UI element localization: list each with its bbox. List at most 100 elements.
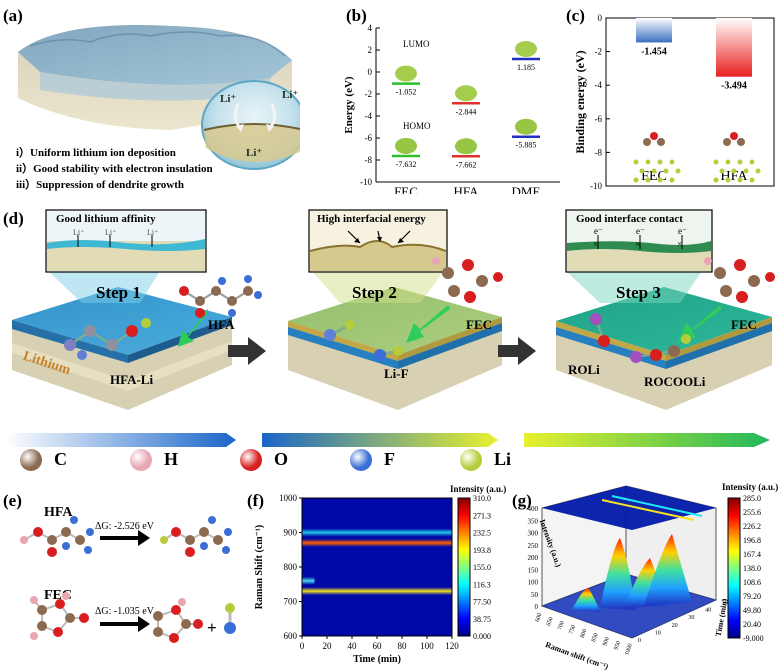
raman-band	[302, 587, 452, 596]
colorbar-tick-label: -9.000	[743, 634, 764, 643]
colorbar-tick-label: 310.0	[473, 494, 491, 503]
x-tick-label: 600	[535, 612, 544, 623]
x-tick-label: DME	[512, 184, 541, 194]
molecule-atom	[723, 138, 731, 146]
z-tick-label: 150	[528, 566, 539, 574]
roli-label: ROLi	[568, 362, 600, 377]
lattice-atom	[669, 177, 675, 183]
legend-label-li: Li	[494, 449, 512, 469]
svg-text:×: ×	[677, 239, 682, 249]
lattice-atom	[645, 177, 651, 183]
plot-frame	[301, 497, 453, 637]
panel-label-d: (d)	[3, 209, 24, 228]
svg-text:×: ×	[593, 239, 598, 249]
lif-molecules	[324, 320, 403, 361]
lumo-orbital	[395, 65, 417, 82]
legend-ball-c	[20, 449, 42, 471]
x-tick-label: 850	[591, 632, 600, 643]
z-tick-label: 0	[535, 603, 539, 611]
top-projection-band	[601, 499, 695, 521]
lumo-orbital	[515, 40, 537, 57]
x-tick-label: 40	[348, 641, 358, 651]
molecule-atom	[730, 132, 738, 140]
y-tick-label: 1000	[279, 493, 298, 503]
x-tick-label: 20	[323, 641, 333, 651]
bar	[716, 18, 752, 77]
hfa-li-label: HFA-Li	[110, 372, 154, 387]
x-tick-label: 80	[398, 641, 408, 651]
homo-label: HOMO	[403, 121, 431, 131]
y-tick-label: -10	[360, 177, 372, 187]
lattice-atom	[669, 159, 675, 165]
panel-label-a: (a)	[3, 6, 23, 25]
colorbar-tick-label: 49.80	[743, 606, 761, 615]
inset2-title: High interfacial energy	[317, 213, 426, 225]
lattice-atom	[725, 177, 731, 183]
x-tick-label: 650	[546, 616, 555, 627]
lattice-atom	[639, 168, 645, 174]
colorbar-tick-label: 226.2	[743, 522, 761, 531]
lattice-atom	[731, 168, 737, 174]
hfa-li-molecule	[64, 318, 151, 360]
roli-molecules	[590, 313, 691, 363]
x-tick-label: 800	[580, 628, 589, 639]
x-tick-label: 120	[445, 641, 459, 651]
step-1-label: Step 1	[96, 283, 141, 302]
step-3-label: Step 3	[616, 283, 661, 302]
x-axis-label: Time (min)	[353, 654, 401, 665]
y-tick-label: -4	[365, 111, 373, 121]
heatmap-background	[302, 498, 452, 636]
top-projection	[542, 486, 716, 530]
x-axis-label: Raman shift (cm⁻¹)	[544, 640, 610, 670]
z-tick-label: 200	[528, 554, 539, 562]
lumo-value: -1.052	[396, 88, 417, 97]
raman-band	[302, 528, 452, 537]
colorbar-tick-label: 116.3	[473, 580, 491, 589]
lattice-atom	[713, 159, 719, 165]
x-tick-label: 950	[613, 640, 622, 651]
x-tick-label: 700	[557, 620, 566, 631]
inset3-title: Good interface contact	[576, 213, 683, 225]
homo-value: -5.885	[516, 141, 537, 150]
colorbar-tick-label: 108.6	[743, 578, 761, 587]
lattice-atom	[657, 177, 663, 183]
lumo-value: -2.844	[456, 107, 477, 116]
z-tick-label: 300	[528, 530, 539, 538]
lumo-label: LUMO	[403, 39, 430, 49]
raman-band	[302, 538, 452, 547]
legend-ball-li	[460, 449, 482, 471]
y-tick-label: 800	[284, 562, 298, 572]
legend-label-c: C	[54, 449, 67, 469]
bar-value-label: -1.454	[641, 46, 667, 57]
li-ion-label-1: Li⁺	[220, 93, 237, 105]
z-tick-label: 350	[528, 517, 539, 525]
lattice-atom	[755, 168, 761, 174]
colorbar-tick-label: 285.0	[743, 494, 761, 503]
legend-ball-h	[130, 449, 152, 471]
x-tick-label: 60	[373, 641, 383, 651]
homo-orbital	[395, 137, 417, 154]
lattice-atom	[719, 168, 725, 174]
homo-orbital	[455, 138, 477, 155]
lattice-atom	[713, 177, 719, 183]
colorbar-tick-label: 20.40	[743, 620, 761, 629]
legend-label-f: F	[384, 449, 395, 469]
z-tick-label: 400	[528, 505, 539, 513]
y-tick-label: 0	[598, 13, 603, 23]
lif-label: Li-F	[384, 366, 409, 381]
panel-e-molecules	[20, 516, 236, 643]
colorbar-tick-label: 0.000	[473, 632, 491, 641]
inset1-title: Good lithium affinity	[56, 213, 156, 225]
lattice-atom	[657, 159, 663, 165]
bar	[636, 18, 672, 43]
lattice-atom	[725, 159, 731, 165]
svg-text:×: ×	[635, 239, 640, 249]
bar-value-label: -3.494	[721, 81, 747, 92]
y-tick-label: 600	[284, 631, 298, 641]
colorbar-tick-label: 38.75	[473, 615, 491, 624]
y-tick-label: -2	[365, 89, 373, 99]
lattice-atom	[675, 168, 681, 174]
panel-label-b: (b)	[346, 6, 367, 25]
